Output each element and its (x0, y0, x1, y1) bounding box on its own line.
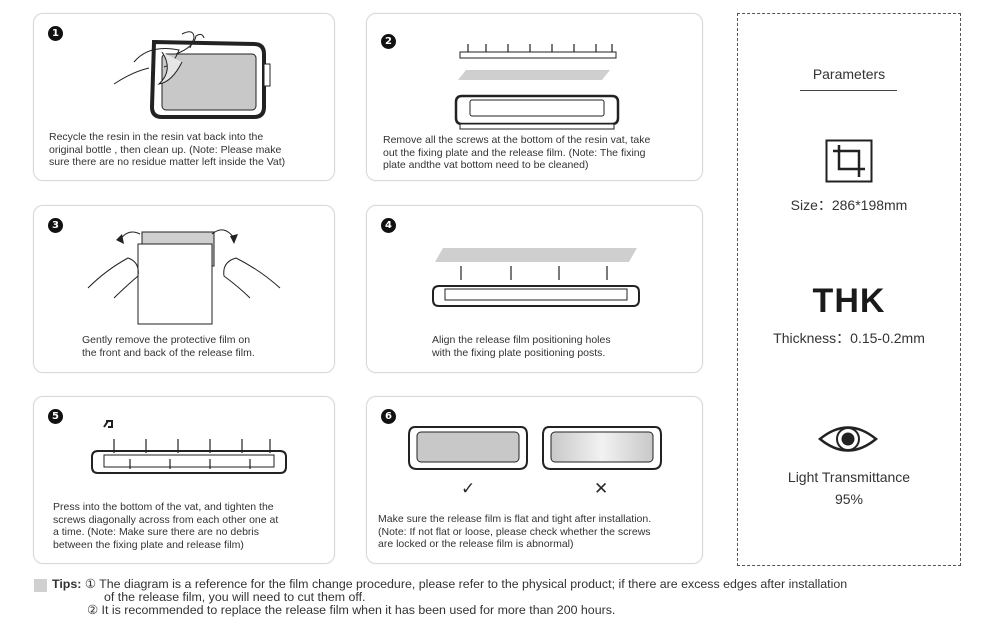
film-loose-incorrect-illustration (542, 426, 662, 470)
step-number-3: 3 (48, 218, 63, 233)
step-card-4: 4 Align the release film positioning hol… (366, 205, 703, 373)
step-caption-4: Align the release film positioning holes… (432, 334, 611, 359)
step-number-5: 5 (48, 409, 63, 424)
parameters-underline (800, 90, 897, 91)
step-card-3: 3 Gently remove the protective film on t… (33, 205, 335, 373)
peel-protective-film-illustration (87, 229, 281, 325)
parameters-panel: Parameters Size：286*198mm THK Thickness：… (737, 13, 961, 566)
step-number-1: 1 (48, 26, 63, 41)
step-caption-2: Remove all the screws at the bottom of t… (383, 134, 651, 172)
step-number-6: 6 (381, 409, 396, 424)
step-card-5: 5 Press into the bottom of the vat, and … (33, 396, 335, 564)
thickness-value: Thickness：0.15-0.2mm (773, 330, 925, 346)
step-card-1: 1 Recycle the resin in the resin vat bac… (33, 13, 335, 181)
tips-label: Tips: (52, 577, 82, 591)
tips-marker (34, 579, 47, 592)
film-flat-correct-illustration (408, 426, 528, 470)
incorrect-cross-icon: ✕ (594, 479, 609, 499)
eye-icon (818, 426, 878, 452)
step-number-2: 2 (381, 34, 396, 49)
step-card-2: 2 Remove all the screws at the bottom of… (366, 13, 703, 181)
size-value: Size：286*198mm (790, 197, 908, 213)
step-caption-5: Press into the bottom of the vat, and ti… (53, 501, 279, 551)
tip-1-continued: of the release film, you will need to cu… (104, 590, 366, 604)
step-card-6: 6 ✓ ✕ Make sure the release film is flat… (366, 396, 703, 564)
light-transmittance-value: 95% (834, 491, 864, 507)
resin-vat-cleaning-illustration (113, 31, 271, 119)
step-number-4: 4 (381, 218, 396, 233)
thk-label: THK (812, 282, 886, 320)
light-transmittance-label: Light Transmittance (787, 469, 911, 485)
step-caption-3: Gently remove the protective film on the… (82, 334, 255, 359)
tip-1: ① The diagram is a reference for the fil… (84, 577, 848, 591)
step-caption-1: Recycle the resin in the resin vat back … (49, 131, 286, 169)
align-film-illustration (432, 248, 640, 307)
correct-check-icon: ✓ (461, 479, 476, 499)
crop-icon (825, 139, 873, 183)
tighten-screws-illustration (91, 420, 287, 474)
disassembly-illustration (454, 44, 620, 130)
tip-2: ② It is recommended to replace the relea… (87, 603, 616, 617)
step-caption-6: Make sure the release film is flat and t… (378, 513, 652, 551)
parameters-title: Parameters (812, 66, 886, 82)
